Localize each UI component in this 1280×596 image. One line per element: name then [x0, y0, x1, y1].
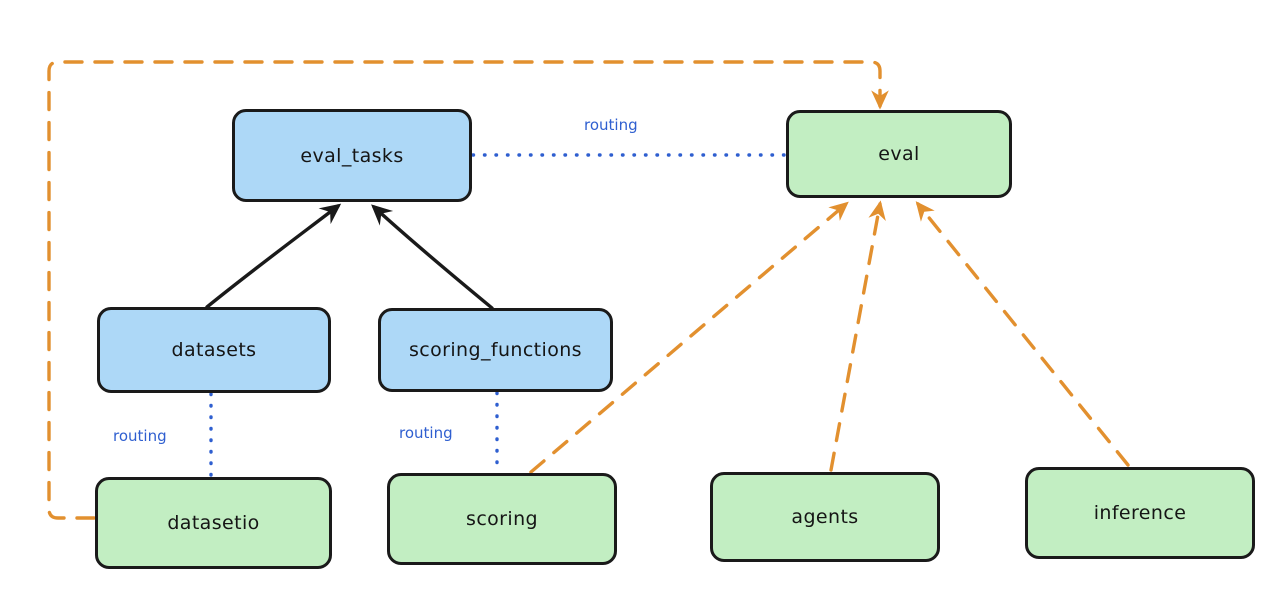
node-datasets[interactable]: datasets: [97, 307, 331, 393]
node-scoring-label: scoring: [466, 508, 538, 530]
edge-scoring-functions-to-eval-tasks: [371, 204, 494, 310]
node-eval-tasks[interactable]: eval_tasks: [232, 109, 472, 202]
node-datasetio-label: datasetio: [167, 512, 260, 534]
node-datasetio[interactable]: datasetio: [95, 477, 332, 569]
node-scoring-functions[interactable]: scoring_functions: [378, 308, 613, 392]
node-eval-label: eval: [878, 143, 920, 165]
node-agents[interactable]: agents: [710, 472, 940, 562]
node-inference-label: inference: [1093, 502, 1187, 524]
edge-agents-to-eval: [829, 200, 886, 472]
edge-datasetio-to-eval: [47, 60, 889, 520]
edge-datasets-to-eval-tasks: [205, 203, 342, 309]
edge-inference-to-eval: [915, 201, 1130, 467]
node-datasets-label: datasets: [171, 339, 257, 361]
node-eval[interactable]: eval: [786, 110, 1012, 198]
node-agents-label: agents: [791, 506, 859, 528]
node-scoring[interactable]: scoring: [387, 473, 617, 565]
edge-scoring-to-eval: [529, 201, 849, 474]
edge-label-routing-eval: routing: [581, 116, 641, 134]
node-scoring-functions-label: scoring_functions: [409, 339, 582, 361]
edge-label-routing-scoring: routing: [396, 424, 456, 442]
node-eval-tasks-label: eval_tasks: [300, 144, 404, 167]
edge-label-routing-datasetio: routing: [110, 427, 170, 445]
node-inference[interactable]: inference: [1025, 467, 1255, 559]
